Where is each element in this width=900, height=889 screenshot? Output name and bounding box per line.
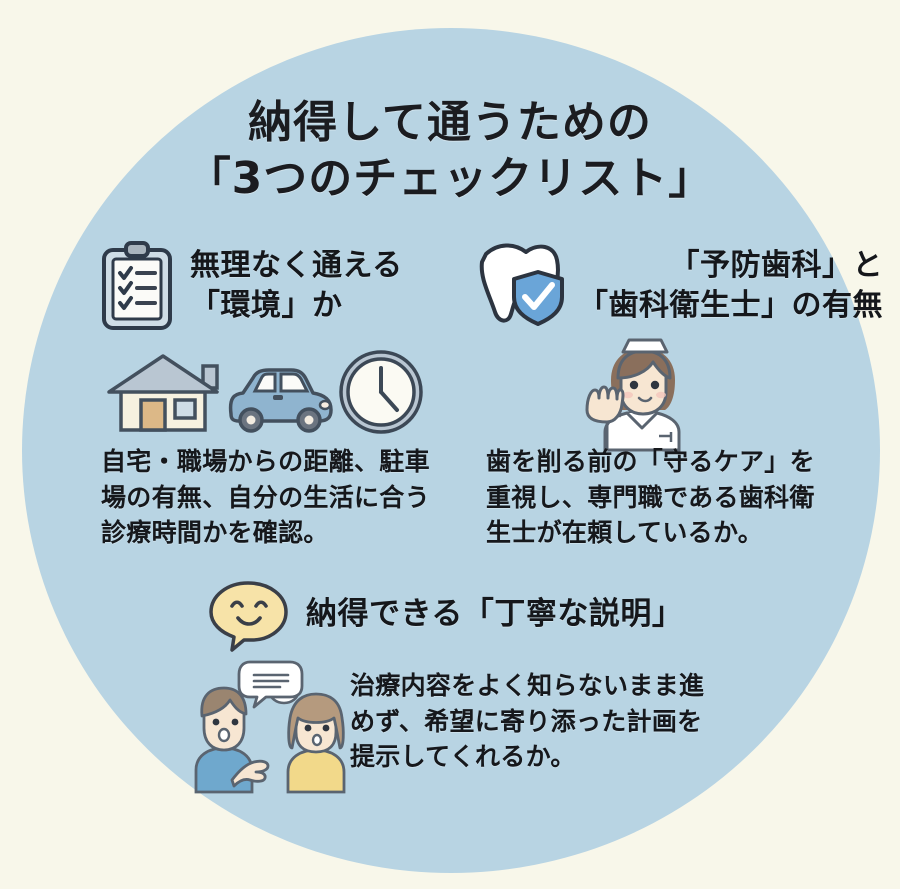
smiley-speech-bubble-icon — [208, 580, 290, 652]
item-heading-preventive: 「予防歯科」と 「歯科衛生士」の有無 — [468, 240, 883, 332]
item-heading-text-environment: 無理なく通える 「環境」か — [190, 246, 403, 326]
item-body-explanation: 治療内容をよく知らないまま進めず、希望に寄り添った計画を提示してくれるか。 — [350, 671, 705, 771]
item-heading-text-preventive: 「予防歯科」と 「歯科衛生士」の有無 — [578, 246, 883, 326]
item-heading-text-explanation: 納得できる「丁寧な説明」 — [306, 594, 683, 635]
car-icon — [228, 368, 333, 433]
item-body-preventive: 歯を削る前の「守るケア」を重視し、専門職である歯科衛生士が在頼しているか。 — [486, 447, 815, 547]
item-body-environment: 自宅・職場からの距離、駐車場の有無、自分の生活に合う診療時間かを確認。 — [101, 447, 430, 547]
house-icon — [107, 354, 219, 432]
background-circle — [22, 28, 880, 873]
heading-line-1: 「予防歯科」と — [669, 248, 883, 284]
tooth-shield-check-icon — [468, 240, 568, 332]
heading-line-2: 「環境」か — [190, 288, 343, 323]
title-line-1: 納得して通うための — [248, 97, 652, 148]
dental-hygienist-icon — [585, 338, 681, 452]
item-illustration-preventive — [565, 338, 705, 452]
item-illustration-explanation — [188, 652, 354, 794]
heading-line-1: 納得できる「丁寧な説明」 — [306, 596, 684, 633]
item-illustration-environment — [103, 348, 423, 436]
page-title: 納得して通うための 「3つのチェックリスト」 — [0, 95, 900, 208]
clock-icon — [339, 350, 423, 434]
two-people-talking-icon — [194, 660, 346, 794]
clipboard-checklist-icon — [100, 240, 174, 332]
heading-line-1: 無理なく通える — [190, 248, 403, 284]
title-line-2: 「3つのチェックリスト」 — [186, 153, 714, 205]
item-heading-environment: 無理なく通える 「環境」か — [100, 240, 403, 332]
heading-line-2: 「歯科衛生士」の有無 — [578, 288, 883, 323]
item-heading-explanation: 納得できる「丁寧な説明」 — [208, 580, 683, 652]
